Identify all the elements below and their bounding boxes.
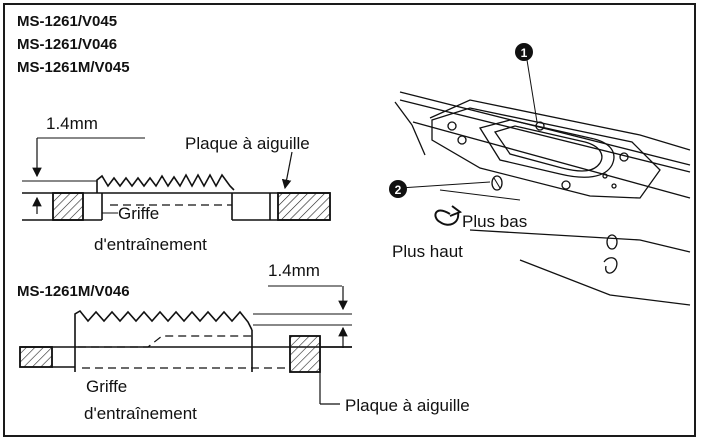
rotation-arrow-icon bbox=[434, 209, 460, 226]
top-feed-dog-label-1: Griffe bbox=[118, 204, 160, 223]
bottom-feed-dog-label-1: Griffe bbox=[86, 377, 128, 396]
model-label-1: MS-1261/V045 bbox=[17, 13, 118, 30]
callout-2-icon: 2 bbox=[389, 180, 407, 198]
callout-2-text: 2 bbox=[395, 183, 402, 197]
top-feed-dog-label-2: d'entraînement bbox=[94, 235, 207, 254]
figure-frame bbox=[3, 3, 696, 437]
top-dimension-label: 1.4mm bbox=[46, 114, 98, 133]
top-needle-plate-label: Plaque à aiguille bbox=[185, 134, 310, 153]
callout-1-text: 1 bbox=[521, 46, 528, 60]
model-label-2: MS-1261/V046 bbox=[17, 36, 118, 53]
model-label-3: MS-1261M/V045 bbox=[17, 59, 130, 76]
machine-bed-drawing bbox=[394, 59, 691, 306]
bottom-feed-dog-label-2: d'entraînement bbox=[84, 404, 197, 423]
higher-label: Plus haut bbox=[392, 242, 463, 261]
lower-label: Plus bas bbox=[462, 212, 528, 231]
callout-1-icon: 1 bbox=[515, 43, 533, 61]
bottom-cross-section bbox=[19, 285, 352, 405]
top-cross-section bbox=[22, 137, 331, 221]
bottom-needle-plate-label: Plaque à aiguille bbox=[345, 396, 470, 415]
bottom-dimension-label: 1.4mm bbox=[268, 261, 320, 280]
model-label-bottom: MS-1261M/V046 bbox=[17, 283, 130, 300]
